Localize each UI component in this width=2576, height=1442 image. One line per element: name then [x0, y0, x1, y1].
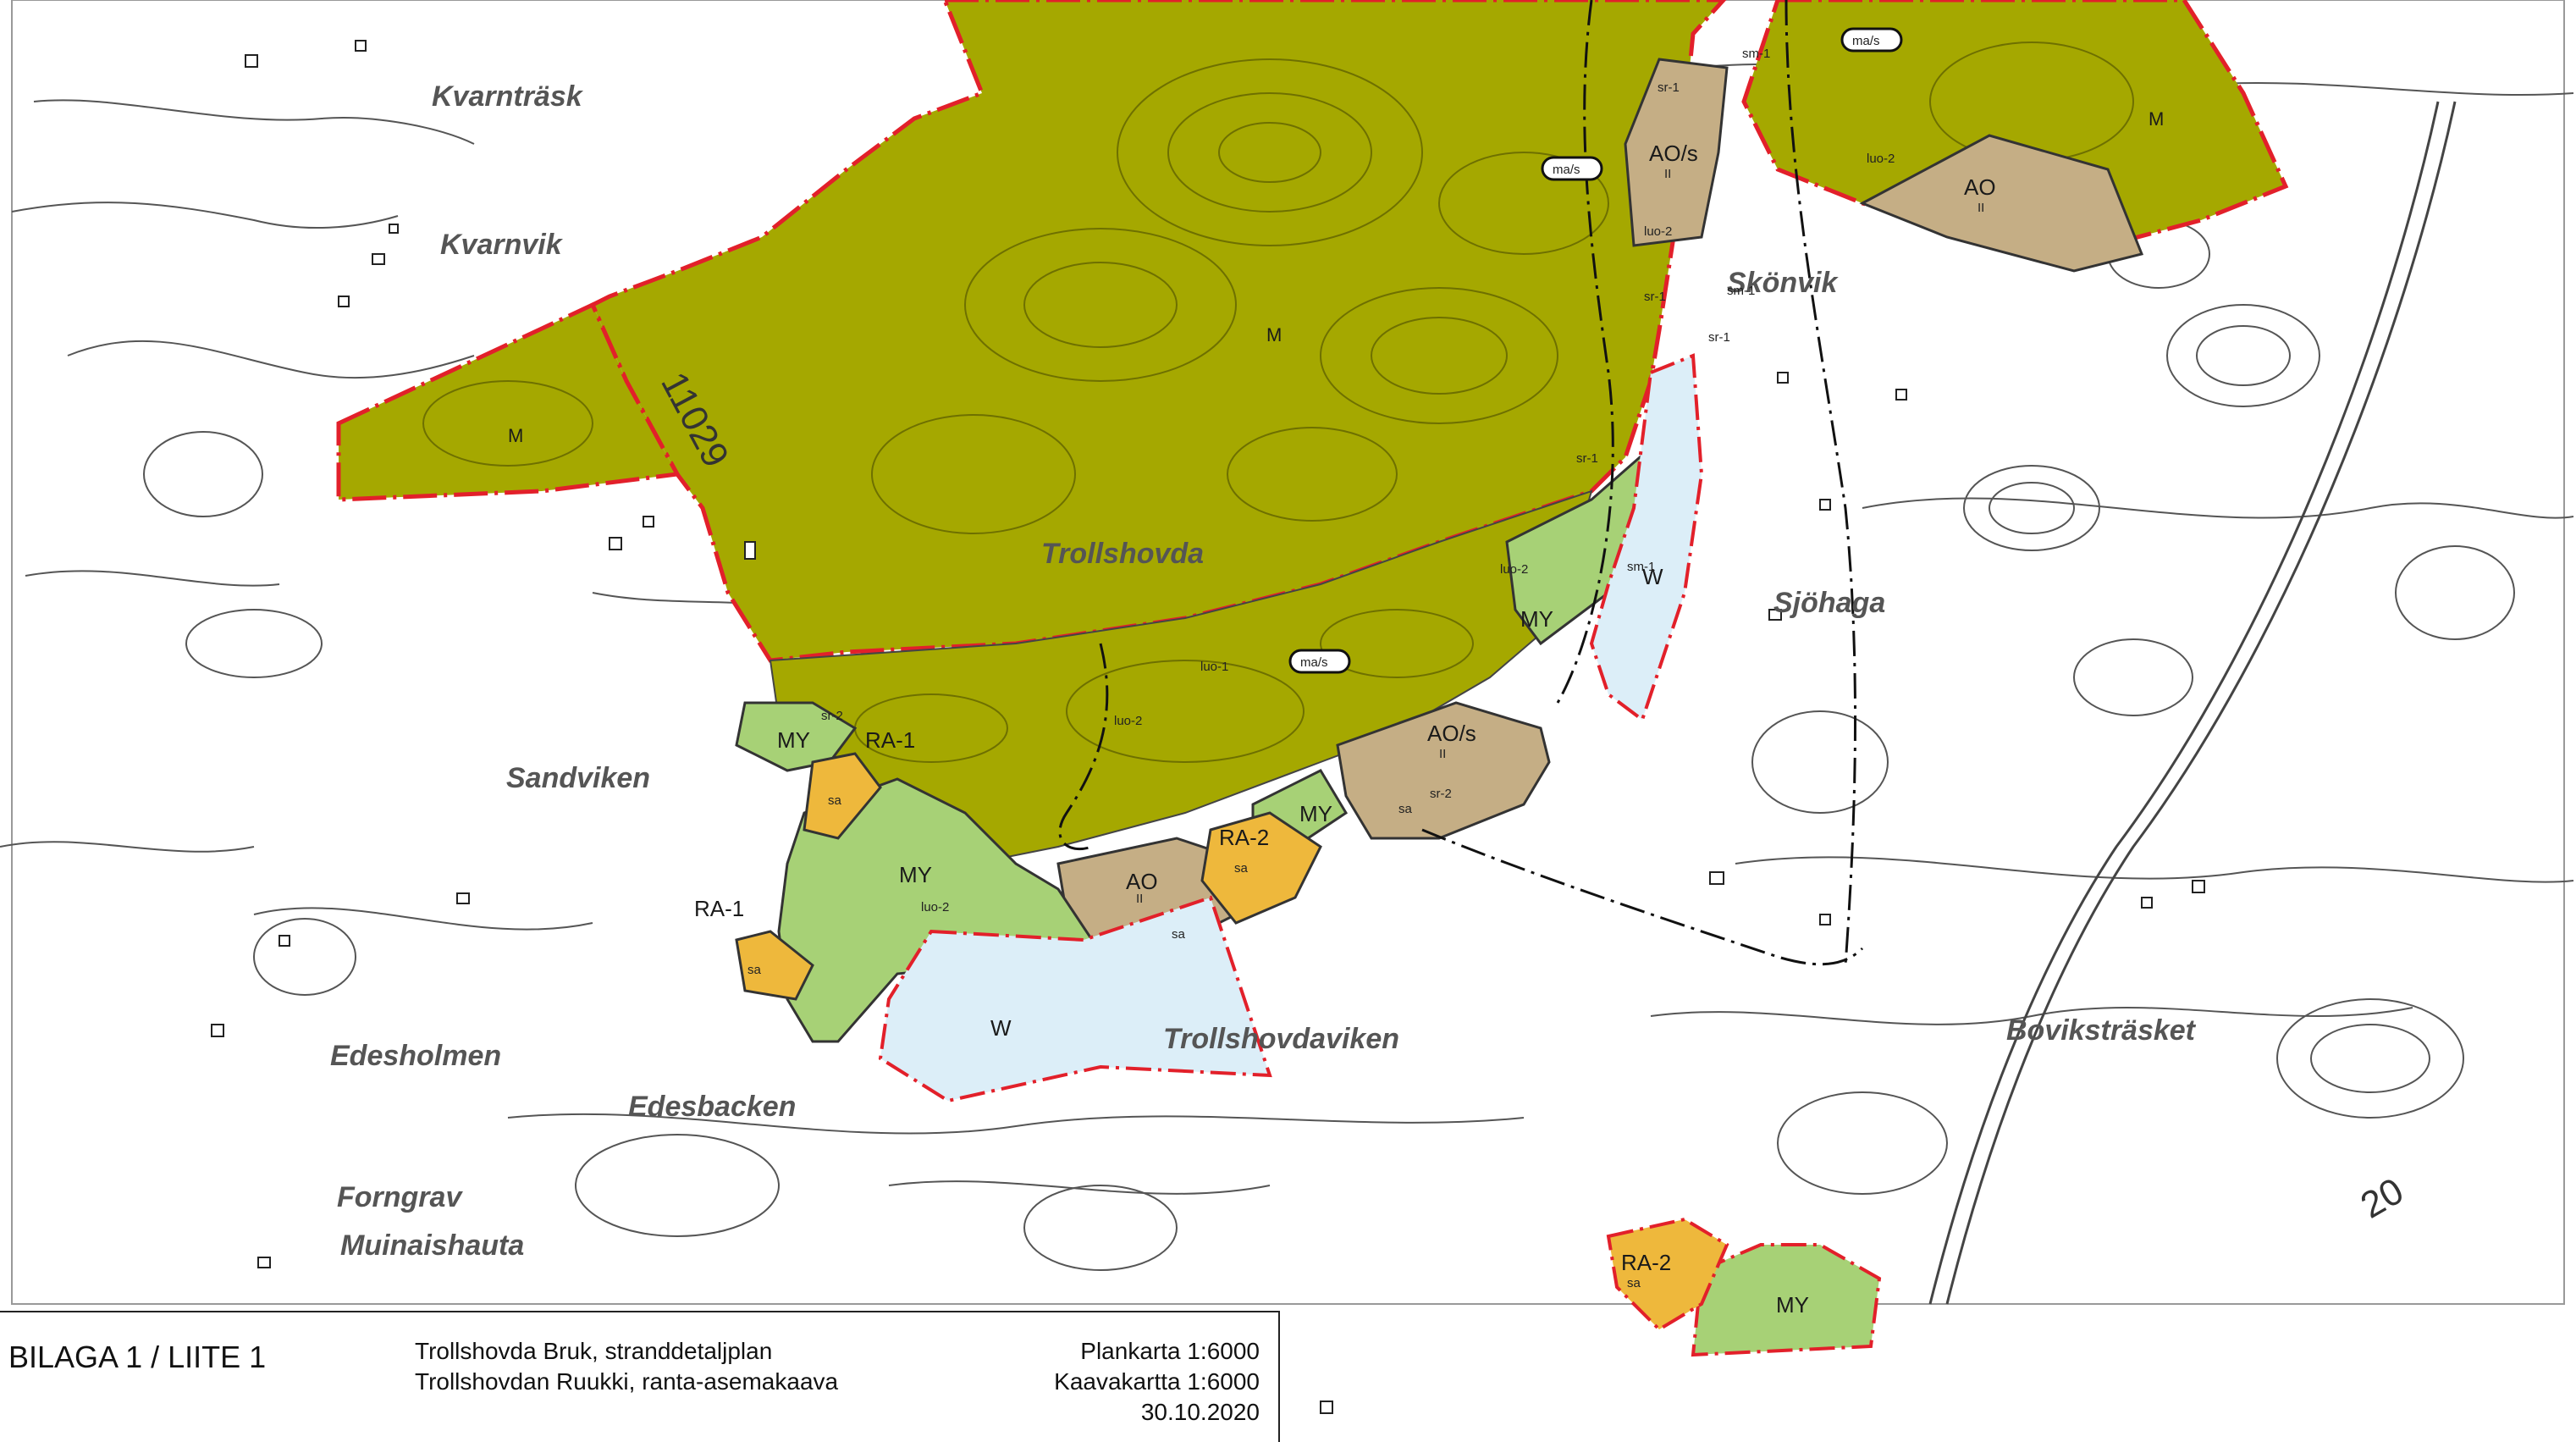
marker-luo2-a: luo-2	[1867, 152, 1895, 166]
marker-sr2-b: sr-2	[821, 709, 843, 723]
marker-sr1-b: sr-1	[1644, 290, 1666, 304]
marker-sr2-a: sr-2	[1430, 787, 1452, 801]
zone-my-4: MY	[899, 862, 932, 887]
place-skonvik: Skönvik	[1727, 267, 1839, 299]
zone-ra1-b: RA-1	[694, 896, 744, 921]
zone-ao-2: AO	[1126, 869, 1158, 894]
marker-luo1: luo-1	[1200, 660, 1228, 674]
plan-dash-dot-lines	[1058, 0, 1864, 966]
place-bovikstrasket: Boviksträsket	[2006, 1014, 2197, 1047]
zone-ra2-b: RA-2	[1621, 1250, 1671, 1275]
title-plan-sv: Trollshovda Bruk, stranddetaljplan	[415, 1338, 773, 1364]
zone-my-2: MY	[1520, 606, 1553, 632]
place-trollshovda: Trollshovda	[1041, 538, 1204, 570]
place-edesholmen: Edesholmen	[330, 1040, 501, 1072]
recreation-zone-my-southeast[interactable]	[1691, 1243, 1882, 1357]
water-zone-south[interactable]	[878, 895, 1272, 1103]
holiday-zone-ra1-south[interactable]	[735, 930, 814, 1001]
water-zone-north[interactable]	[1589, 353, 1704, 723]
marker-ma-s-3: ma/s	[1300, 655, 1328, 670]
marker-ma-s-2: ma/s	[1553, 163, 1580, 177]
title-block: BILAGA 1 / LIITE 1 Trollshovda Bruk, str…	[0, 1311, 1280, 1442]
place-sjohaga: Sjöhaga	[1773, 587, 1885, 619]
holiday-zone-ra2-mid[interactable]	[1200, 811, 1322, 925]
zone-w-2: W	[990, 1015, 1012, 1041]
place-trollshovdaviken: Trollshovdaviken	[1163, 1023, 1399, 1055]
buildings	[211, 40, 2205, 1414]
marker-luo2-b: luo-2	[1644, 224, 1672, 239]
zone-my-3: MY	[1299, 801, 1332, 826]
zone-markers: ma/s ma/s ma/s sm-1 sm-1 sm-1 luo-1 luo-…	[747, 27, 1984, 1290]
zone-my-1: MY	[777, 727, 810, 753]
marker-luo2-e: luo-2	[921, 900, 949, 914]
marker-luo2-c: luo-2	[1500, 562, 1528, 577]
marker-sr1-c: sr-1	[1576, 451, 1598, 466]
marker-sa-2: sa	[747, 963, 762, 977]
place-names: Kvarnträsk Kvarnvik Trollshovda Sandvike…	[330, 80, 2197, 1262]
title-plan-fi: Trollshovdan Ruukki, ranta-asemakaava	[415, 1368, 839, 1395]
marker-sa-1: sa	[828, 793, 842, 808]
zone-ra1-a: RA-1	[865, 727, 915, 753]
zone-m-3: M	[2149, 108, 2164, 130]
marker-sr1-a: sr-1	[1658, 80, 1680, 95]
marker-sr1-d: sr-1	[1708, 330, 1730, 345]
holiday-zone-ra2-southeast[interactable]	[1606, 1217, 1729, 1332]
forest-contours	[422, 41, 2134, 763]
residential-zone-aos-north[interactable]	[1624, 58, 1729, 247]
place-edesbacken: Edesbacken	[628, 1091, 796, 1123]
marker-luo2-d: luo-2	[1114, 714, 1142, 728]
marker-sa-5: sa	[1398, 802, 1413, 816]
scale-kaavakartta: Kaavakartta 1:6000	[1054, 1368, 1260, 1395]
marker-ii-1: II	[1664, 167, 1671, 181]
title-bilaga: BILAGA 1 / LIITE 1	[8, 1340, 267, 1374]
place-sandviken: Sandviken	[506, 762, 650, 794]
marker-sm1-a: sm-1	[1742, 47, 1770, 61]
zone-m-1: M	[508, 425, 523, 446]
road-number-20: 20	[2354, 1170, 2411, 1227]
forest-zone-main[interactable]	[589, 0, 1727, 663]
zone-w-1: W	[1642, 564, 1663, 589]
marker-sa-4: sa	[1172, 927, 1186, 942]
plan-date: 30.10.2020	[1140, 1399, 1260, 1425]
marker-sm1-b: sm-1	[1627, 560, 1655, 574]
place-muinaishauta: Muinaishauta	[340, 1229, 524, 1262]
marker-ii-2: II	[1978, 201, 1984, 215]
zone-ao-1: AO	[1964, 174, 1996, 200]
forest-zone-west[interactable]	[336, 301, 681, 502]
scale-plankarta: Plankarta 1:6000	[1080, 1338, 1260, 1364]
zone-my-5: MY	[1776, 1292, 1809, 1318]
marker-sm1-c: sm-1	[1727, 284, 1755, 298]
marker-ii-4: II	[1136, 892, 1143, 906]
residential-zone-ao-northeast[interactable]	[1859, 134, 2144, 273]
zone-ra2-a: RA-2	[1219, 825, 1269, 850]
base-map-linework	[0, 0, 2574, 1305]
zone-m-2: M	[1266, 324, 1282, 345]
residential-zone-aos-lower[interactable]	[1336, 701, 1551, 840]
marker-sa-6: sa	[1627, 1276, 1641, 1290]
marker-ii-3: II	[1439, 747, 1446, 761]
marker-sa-3: sa	[1234, 861, 1249, 876]
place-kvarnvik: Kvarnvik	[440, 229, 564, 261]
holiday-zone-ra1-north[interactable]	[803, 752, 882, 840]
zone-aos-2: AO/s	[1427, 721, 1476, 746]
marker-ma-s-1: ma/s	[1852, 34, 1880, 48]
zone-aos-1: AO/s	[1649, 141, 1698, 166]
place-kvarntrask: Kvarnträsk	[432, 80, 584, 113]
zone-labels: M M M AO/s AO/s AO AO MY MY MY MY MY RA-…	[508, 108, 2164, 1318]
place-forngrav: Forngrav	[337, 1181, 463, 1213]
